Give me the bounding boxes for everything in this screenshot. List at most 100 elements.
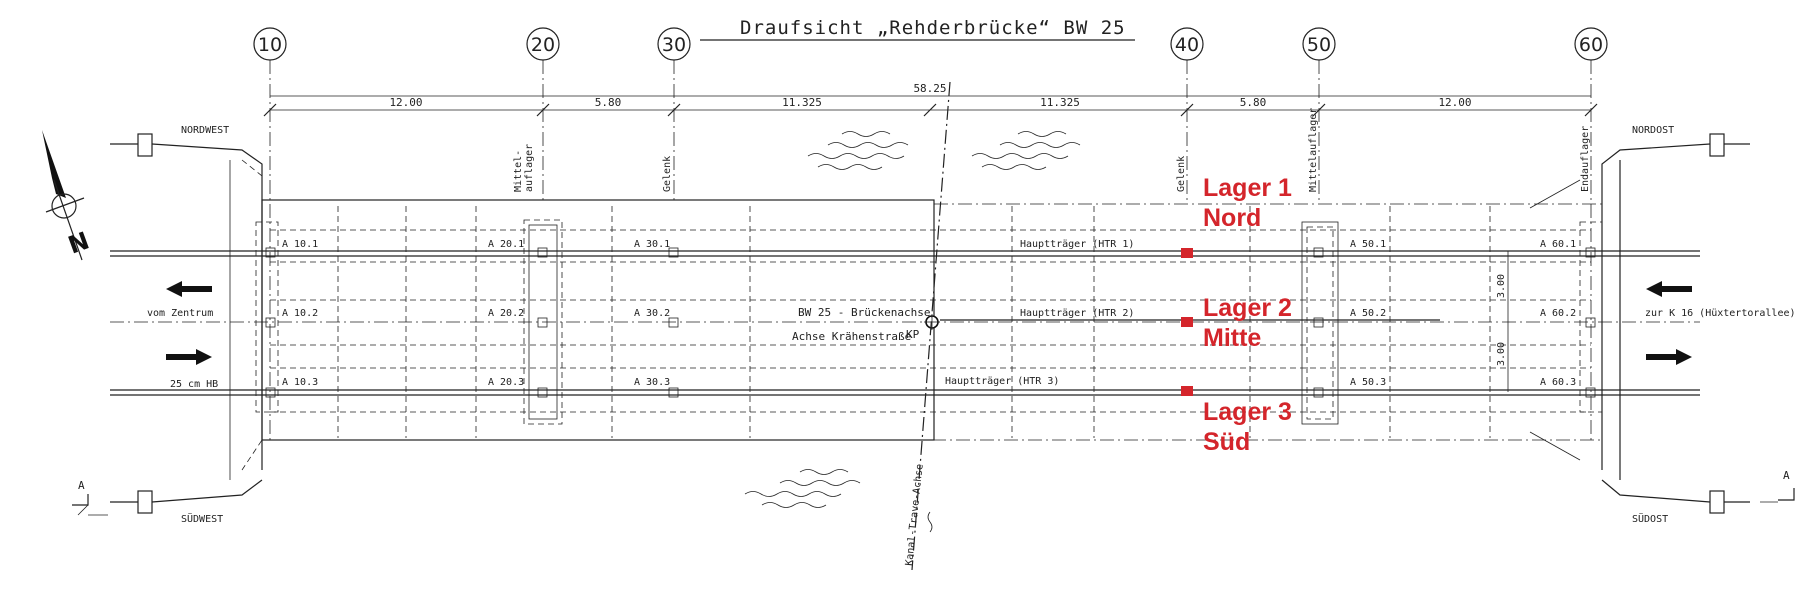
support-label-30: Gelenk (662, 156, 673, 192)
bearing (1585, 247, 1596, 258)
axis-50: 50 (1302, 27, 1336, 61)
abutment-wall-hidden (241, 159, 263, 471)
bearing-label: A 60.3 (1540, 377, 1576, 388)
wave (799, 469, 849, 475)
abutment-wall (1601, 479, 1711, 503)
span-dimension: 12.00 (1438, 96, 1471, 109)
span-dimension: 5.80 (1240, 96, 1267, 109)
support-label-20: Mittel-auflager (513, 144, 535, 192)
support-label-40: Gelenk (1176, 156, 1187, 192)
abutment-seat (1579, 221, 1603, 413)
spacing-value: 3.00 (1496, 342, 1507, 366)
bearing (668, 317, 679, 328)
north-arrow-shaft (53, 179, 83, 261)
compass-circle-icon (51, 193, 77, 219)
bearing-label: A 30.1 (634, 239, 670, 250)
span-dimension: 11.325 (1040, 96, 1080, 109)
wave (761, 502, 827, 508)
north-arrow: N (42, 130, 93, 261)
bearings-col60 (1585, 247, 1596, 398)
compass-cross (45, 197, 85, 213)
corner-suedwest: SÜDWEST (181, 512, 223, 525)
pier-20-cap (528, 224, 558, 420)
label-hb: 25 cm HB (170, 379, 218, 390)
bearings-col50 (1313, 247, 1324, 398)
wave (817, 164, 883, 170)
bearing-label: A 50.2 (1350, 308, 1386, 319)
bearing (1585, 387, 1596, 398)
axis-30: 30 (657, 27, 691, 61)
main-girders (110, 250, 1700, 396)
wing-slope (1529, 431, 1581, 461)
section-line (77, 504, 89, 516)
bearings-col30 (668, 247, 679, 398)
bearings-col10 (265, 247, 276, 398)
axis-20: 20 (526, 27, 560, 61)
bearing-label: A 30.2 (634, 308, 670, 319)
wave (779, 480, 861, 486)
girder-label-htr2: Hauptträger (HTR 2) (1020, 308, 1134, 319)
pier-20-footprint (523, 219, 563, 425)
bearings-col20 (537, 247, 548, 398)
axis-label: 20 (531, 34, 555, 56)
wing-wall-end (1709, 490, 1725, 514)
wave (744, 491, 842, 497)
tick (1312, 103, 1326, 117)
wing-wall-end (137, 490, 153, 514)
arrow-right-icon (1646, 349, 1692, 365)
abutment-wall (1601, 143, 1711, 470)
lager-2-label: Lager 2 (1203, 294, 1292, 322)
span-dimension: 5.80 (595, 96, 622, 109)
wave (1017, 131, 1067, 137)
bearing (265, 247, 276, 258)
corner-nordwest: NORDWEST (181, 125, 229, 136)
axis-label: 60 (1579, 34, 1603, 56)
lager-2-sublabel: Mitte (1203, 324, 1261, 352)
bearing-label: A 20.1 (488, 239, 524, 250)
support-label-20-line1: Mittel- (513, 150, 524, 192)
wing-wall-end (1709, 133, 1725, 157)
spacing-value: 3.00 (1496, 274, 1507, 298)
support-label-50: Mittelauflager (1308, 108, 1319, 192)
bearing (1313, 387, 1324, 398)
pier-50-cap (1306, 226, 1334, 420)
label-zur-k16: zur K 16 (Hüxtertorallee) (1645, 308, 1796, 319)
north-arrow-head-icon (42, 130, 66, 198)
wave (827, 142, 909, 148)
label-canal-axis: Kanal-Trave-Achse (904, 463, 926, 566)
lager-3-sublabel: Süd (1203, 428, 1250, 456)
wave (841, 131, 891, 137)
section-letter: A (78, 479, 85, 492)
lager-1-label: Lager 1 (1203, 174, 1292, 202)
dimension-chain: 58.25 12.00 5.80 11.325 11.325 5.80 12.0… (263, 82, 1598, 117)
wave (981, 164, 1047, 170)
bearings-col40-highlight (1181, 248, 1193, 396)
bearing (537, 387, 548, 398)
girder-label-htr1: Hauptträger (HTR 1) (1020, 239, 1134, 250)
canal-axis-line (911, 81, 951, 571)
axis-lines (269, 60, 1592, 440)
arrow-right-icon (166, 349, 212, 365)
axis-label: 50 (1307, 34, 1331, 56)
corner-suedost: SÜDOST (1632, 512, 1668, 525)
pier-50-footprint (1301, 221, 1339, 425)
tick (1180, 103, 1194, 117)
compass-letter: N (64, 226, 92, 259)
girder-spacing-dimension: 3.00 3.00 (1496, 251, 1509, 392)
bearing-lager-3 (1181, 386, 1193, 396)
label-vom-zentrum: vom Zentrum (147, 308, 213, 319)
tick (923, 103, 937, 117)
support-label-20-line2: auflager (524, 144, 535, 192)
bearing (668, 247, 679, 258)
abutment-seat (255, 221, 279, 413)
support-label-60: Endauflager (1580, 126, 1591, 192)
bearing (668, 387, 679, 398)
label-bridge-axis: BW 25 - Brückenachse (798, 306, 930, 319)
bearing-label: A 10.2 (282, 308, 318, 319)
wing-wall-end (137, 133, 153, 157)
corner-nordost: NORDOST (1632, 125, 1674, 136)
bearing-lager-1 (1181, 248, 1193, 258)
section-arrow-icon (1778, 488, 1795, 501)
total-length: 58.25 (913, 82, 946, 95)
